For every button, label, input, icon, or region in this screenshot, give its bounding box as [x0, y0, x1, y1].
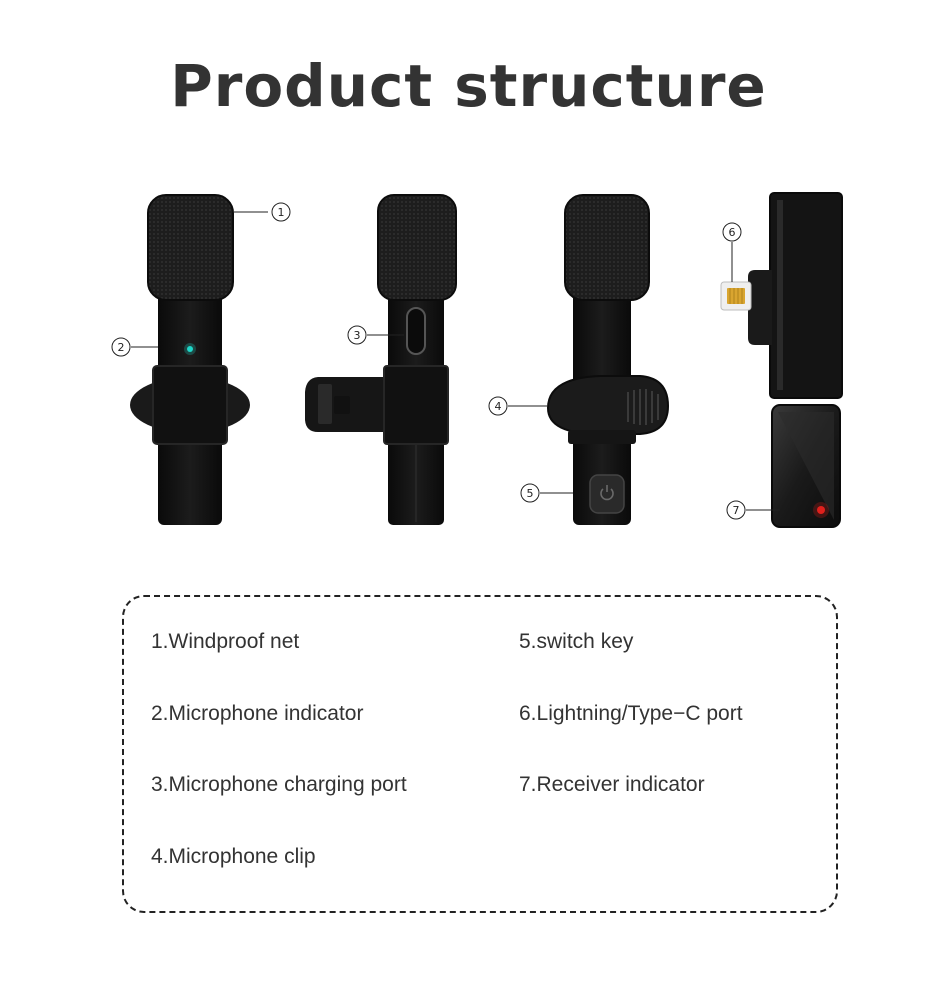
microphone-side-view [305, 194, 457, 525]
svg-text:2: 2 [118, 341, 125, 354]
clip-band [152, 365, 228, 445]
product-figure: 1 2 3 4 5 6 7 [111, 192, 843, 528]
page-title: Product structure [170, 52, 767, 120]
receiver-indicator-led [817, 506, 825, 514]
callout-3: 3 [347, 325, 404, 345]
microphone-front-view [130, 194, 250, 525]
legend-item-charging-port: 3.Microphone charging port [151, 773, 407, 796]
svg-text:7: 7 [733, 504, 740, 517]
charging-port [406, 307, 426, 355]
back-clip [546, 375, 670, 435]
legend-item-microphone-indicator: 2.Microphone indicator [151, 702, 364, 725]
switch-key [589, 474, 625, 514]
legend-item-windproof-net: 1.Windproof net [151, 630, 300, 653]
legend-item-microphone-clip: 4.Microphone clip [151, 845, 316, 868]
receiver-front-view [771, 404, 841, 528]
callout-5: 5 [520, 483, 573, 503]
callout-7: 7 [726, 500, 780, 520]
legend-box: 1.Windproof net 2.Microphone indicator 3… [122, 595, 838, 913]
microphone-back-view [546, 194, 670, 525]
svg-text:6: 6 [729, 226, 736, 239]
windproof-net [147, 194, 234, 301]
svg-text:3: 3 [354, 329, 361, 342]
legend-item-switch-key: 5.switch key [519, 630, 634, 653]
callout-4: 4 [488, 396, 548, 416]
callout-2: 2 [111, 337, 158, 357]
callout-6: 6 [722, 222, 742, 282]
svg-text:1: 1 [278, 206, 285, 219]
callout-1: 1 [234, 202, 291, 222]
svg-text:4: 4 [495, 400, 502, 413]
svg-text:5: 5 [527, 487, 534, 500]
legend-item-port: 6.Lightning/Type−C port [519, 702, 743, 725]
microphone-indicator-led [187, 346, 193, 352]
legend-item-receiver-indicator: 7.Receiver indicator [519, 773, 705, 796]
receiver-side-view [720, 192, 843, 399]
clip-grip [627, 389, 659, 425]
